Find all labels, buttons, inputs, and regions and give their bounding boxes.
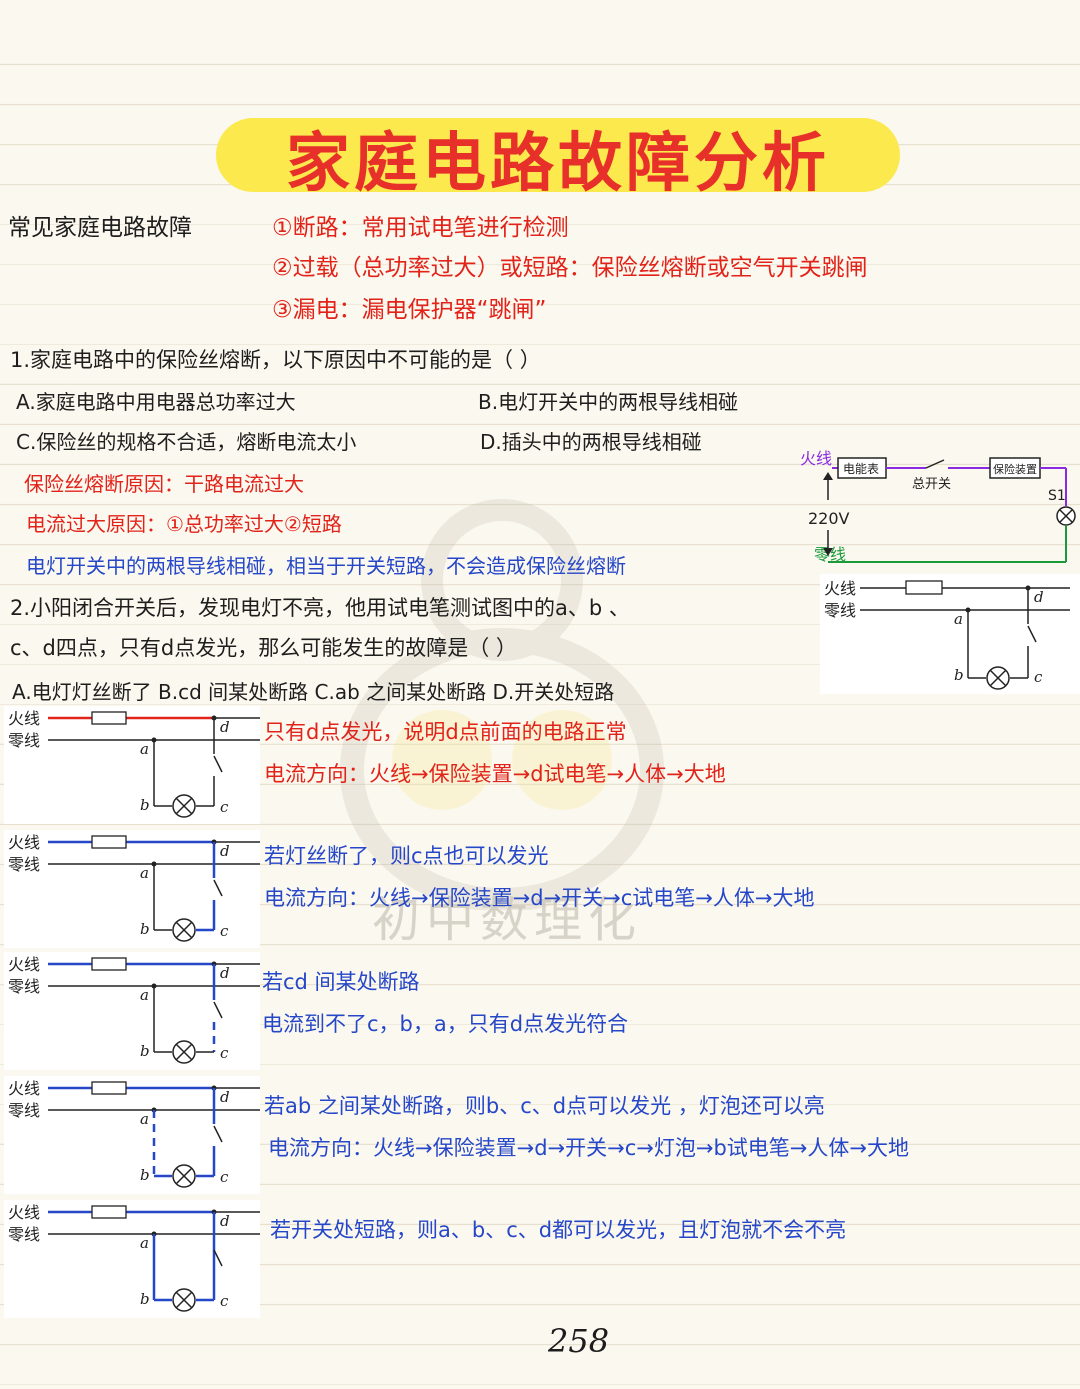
label-d: d [220,1088,230,1106]
label-b: b [140,796,150,814]
label-a: a [140,986,149,1004]
fault-colon: ： [338,215,362,241]
diagram-switch-label: 总开关 [912,477,951,492]
label-a: a [140,864,149,882]
label-b: b [140,1042,150,1060]
analysis-circuit-case-cd-break: 火线零线 d c a b [4,952,260,1070]
live-wire-label: 火线 [8,1203,40,1222]
fault-desc: 常用试电笔进行检测 [361,215,569,241]
watermark-text: 初中数理化 [372,892,643,948]
q1-option-b: B.电灯开关中的两根导线相碰 [478,390,739,414]
q2-circuit-figure: 火线 零线 d c a b [820,574,1080,694]
neutral-wire-label: 零线 [8,731,40,750]
fault-name-2: 短路 [522,255,569,281]
fault-num: ② [272,255,293,281]
analysis-circuit-case-switch-short: 火线零线 d c a b [4,1200,260,1318]
label-b: b [954,666,964,684]
label-c: c [1034,668,1043,686]
label-a: a [954,610,963,628]
label-d: d [220,842,230,860]
analysis-1-line-1: 只有d点发光，说明d点前面的电路正常 [264,720,627,744]
label-c: c [220,922,229,940]
label-c: c [220,1168,229,1186]
fault-colon: ： [568,255,592,281]
q1-option-d: D.插头中的两根导线相碰 [480,430,702,454]
label-b: b [140,920,150,938]
label-a: a [140,740,149,758]
neutral-wire-label: 零线 [8,855,40,874]
diagram-live-label: 火线 [800,449,832,468]
q1-option-a: A.家庭电路中用电器总功率过大 [16,390,296,414]
diagram-voltage-label: 220V [808,509,850,528]
label-c: c [220,798,229,816]
q1-option-c: C.保险丝的规格不合适，熔断电流太小 [16,430,357,454]
label-d: d [1034,588,1044,606]
fault-colon: ： [338,297,362,323]
q1-note-3: 电灯开关中的两根导线相碰，相当于开关短路，不会造成保险丝熔断 [26,554,626,578]
live-wire-label: 火线 [8,955,40,974]
fault-item-1: ①断路：常用试电笔进行检测 [272,208,569,242]
q1-stem: 1.家庭电路中的保险丝熔断，以下原因中不可能的是（ ） [10,348,541,372]
fault-desc: 漏电保护器“跳闸” [361,297,547,323]
neutral-wire-label: 零线 [8,977,40,996]
q1-note-1: 保险丝熔断原因：干路电流过大 [24,472,304,496]
analysis-3-line-1: 若cd 间某处断路 [262,970,420,994]
diagram-meter-label: 电能表 [843,462,879,476]
label-c: c [220,1292,229,1310]
live-wire-label: 火线 [8,709,40,728]
q2-stem-line-1: 2.小阳闭合开关后，发现电灯不亮，他用试电笔测试图中的a、b 、 [10,596,630,620]
neutral-wire-label: 零线 [824,601,856,620]
label-d: d [220,718,230,736]
label-c: c [220,1044,229,1062]
label-d: d [220,964,230,982]
live-wire-label: 火线 [824,579,856,598]
diagram-s1-label: S1 [1048,488,1066,504]
fault-name: 漏电 [292,297,339,323]
diagram-neutral-label: 零线 [814,545,846,564]
analysis-circuit-case-filament: 火线零线 d c a b [4,830,260,948]
fault-item-2: ②过载（总功率过大）或短路：保险丝熔断或空气开关跳闸 [272,248,868,282]
analysis-2-line-1: 若灯丝断了，则c点也可以发光 [264,844,549,868]
label-a: a [140,1110,149,1128]
label-b: b [140,1290,150,1308]
analysis-1-line-2: 电流方向：火线→保险装置→d试电笔→人体→大地 [264,762,726,786]
analysis-4-line-2: 电流方向：火线→保险装置→d→开关→c→灯泡→b试电笔→人体→大地 [268,1136,909,1160]
analysis-4-line-1: 若ab 之间某处断路，则b、c、d点可以发光 ，灯泡还可以亮 [264,1094,825,1118]
neutral-wire-label: 零线 [8,1225,40,1244]
neutral-wire-label: 零线 [8,1101,40,1120]
faults-heading: 常见家庭电路故障 [8,215,192,241]
label-d: d [220,1212,230,1230]
q2-stem-line-2: c、d四点，只有d点发光，那么可能发生的故障是（ ） [10,636,517,660]
label-b: b [140,1166,150,1184]
fault-item-3: ③漏电：漏电保护器“跳闸” [272,290,546,324]
diagram-fuse-label: 保险装置 [993,462,1037,476]
analysis-circuit-case-ab-break: 火线零线 d c a b [4,1076,260,1194]
analysis-3-line-2: 电流到不了c，b，a，只有d点发光符合 [262,1012,629,1036]
fault-mid: （总功率过大）或 [338,255,523,281]
q1-note-2: 电流过大原因：①总功率过大②短路 [26,512,342,536]
fault-name: 过载 [292,255,339,281]
live-wire-label: 火线 [8,1079,40,1098]
live-wire-label: 火线 [8,833,40,852]
title-highlight [216,118,900,192]
fault-num: ① [272,215,293,241]
page-title: 家庭电路故障分析 [286,127,830,201]
household-circuit-diagram: 火线 电能表 总开关 保险装置 S1 零线 220V [796,444,1080,570]
label-a: a [140,1234,149,1252]
fault-desc: 保险丝熔断或空气开关跳闸 [591,255,868,281]
analysis-5-line-1: 若开关处短路，则a、b、c、d都可以发光，且灯泡就不会不亮 [270,1218,847,1242]
analysis-circuit-case-d-only: 火线零线 d c a b [4,706,260,824]
analysis-2-line-2: 电流方向：火线→保险装置→d→开关→c试电笔→人体→大地 [264,886,815,910]
q2-options: A.电灯灯丝断了 B.cd 间某处断路 C.ab 之间某处断路 D.开关处短路 [12,680,615,704]
page-number: 258 [548,1322,610,1360]
watermark-logo [322,470,682,912]
fault-num: ③ [272,297,293,323]
fault-name: 断路 [292,215,339,241]
